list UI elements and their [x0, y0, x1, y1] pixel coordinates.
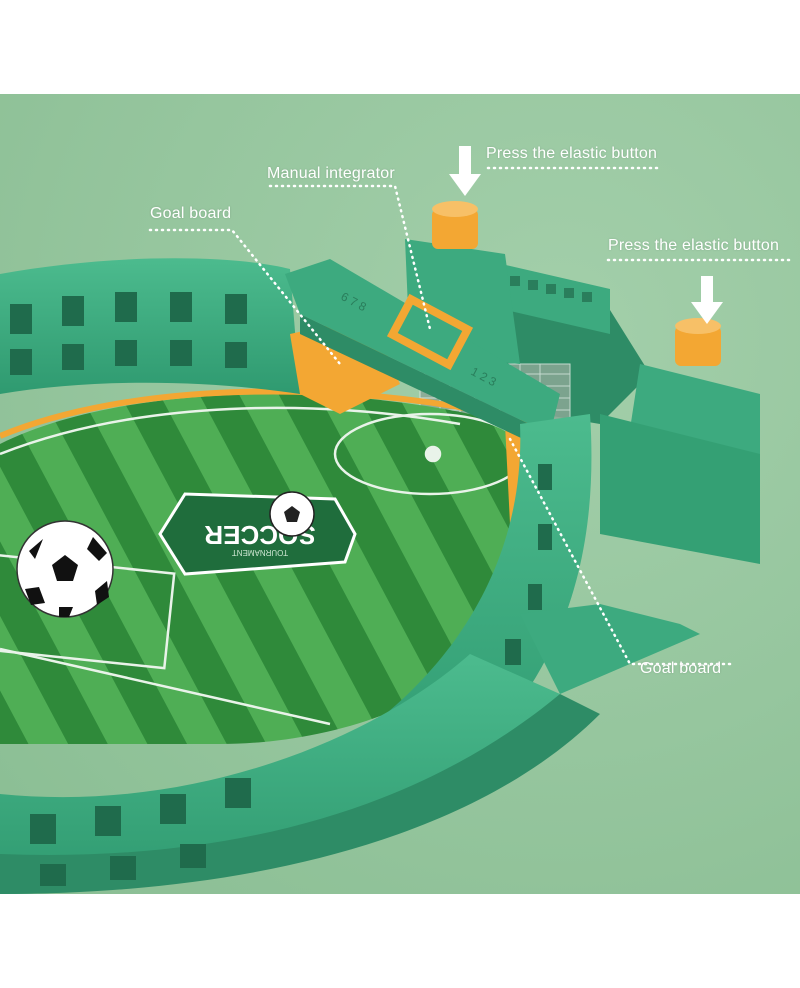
soccer-ball-icon [16, 520, 114, 618]
label-goal-board-left: Goal board [150, 205, 232, 222]
label-manual-integrator: Manual integrator [267, 165, 395, 182]
arrow-down-icon [691, 276, 723, 324]
soccer-badge: SOCCER TOURNAMENT [158, 492, 357, 576]
label-elastic-button-1: Press the elastic button [486, 145, 658, 162]
soccer-field [0, 394, 550, 744]
label-goal-board-right: Goal board [640, 660, 722, 677]
stadium-wall-back [0, 258, 300, 394]
elastic-button-2 [675, 318, 721, 366]
elastic-button-1 [432, 201, 478, 249]
badge-ball-icon [269, 491, 315, 537]
manual-integrator: 6 7 8 1 2 3 [285, 259, 560, 454]
arrow-down-icon [449, 146, 481, 196]
accent-rail [0, 388, 476, 439]
stadium-wall-front [0, 604, 700, 894]
soccer-table-illustration: SOCCER TOURNAMENT [0, 94, 800, 894]
product-photo: SOCCER TOURNAMENT [0, 94, 800, 894]
badge-subtext: TOURNAMENT [232, 548, 288, 557]
label-elastic-button-2: Press the elastic button [608, 237, 780, 254]
leader-lines [148, 166, 792, 666]
